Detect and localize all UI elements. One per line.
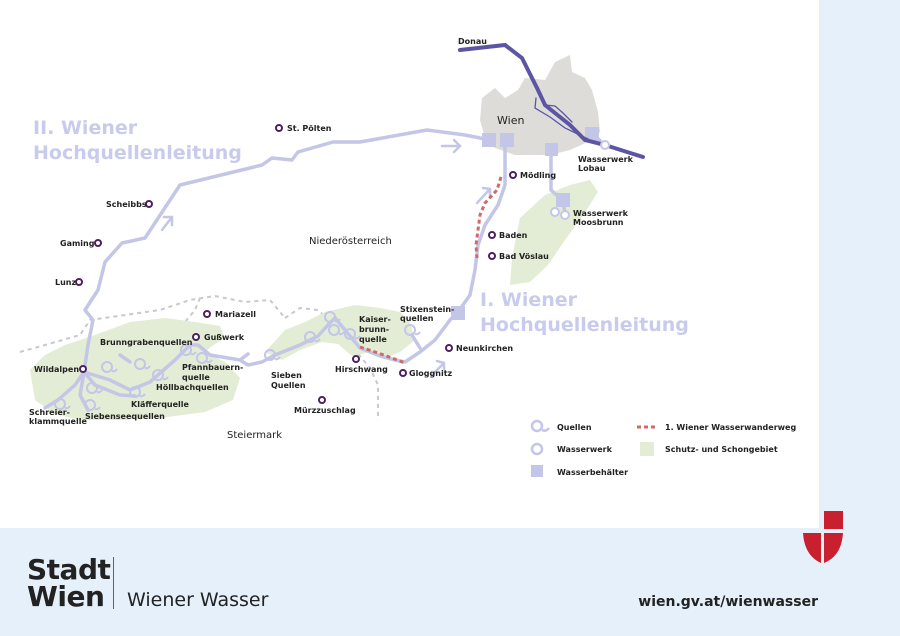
label-neunkirchen: Neunkirchen bbox=[456, 344, 513, 353]
label-hirschwang: Hirschwang bbox=[335, 365, 388, 374]
label-siebenseequellen: Siebenseequellen bbox=[85, 412, 165, 421]
label-waterworks-lobau-1: Wasserwerk bbox=[578, 155, 634, 164]
label-pfannbauernquelle-1: Pfannbauern- bbox=[182, 363, 243, 372]
right-margin-strip bbox=[819, 0, 900, 528]
label-pfannbauernquelle-2: quelle bbox=[182, 373, 210, 382]
label-sieben-quellen-2: Quellen bbox=[271, 381, 306, 390]
label-hoellbachquellen: Höllbachquellen bbox=[156, 383, 229, 392]
label-schreierklammquelle-1: Schreier- bbox=[29, 408, 70, 417]
label-scheibbs: Scheibbs bbox=[106, 200, 147, 209]
logo-separator bbox=[113, 557, 114, 609]
waterworks-markers bbox=[550, 140, 610, 220]
state-border bbox=[19, 294, 379, 420]
stadt-wien-logo: Stadt Wien bbox=[27, 553, 111, 613]
label-stixensteinquellen-1: Stixenstein- bbox=[400, 305, 454, 314]
label-muerzzuschlag: Mürzzuschlag bbox=[294, 406, 356, 415]
label-kaiserbrunnquelle-3: quelle bbox=[359, 335, 387, 344]
label-lower-austria: Niederösterreich bbox=[309, 236, 392, 247]
label-waterworks-moosbrunn-2: Moosbrunn bbox=[573, 218, 624, 227]
label-mariazell: Mariazell bbox=[215, 310, 256, 319]
label-danube: Donau bbox=[458, 37, 487, 46]
label-stixensteinquellen-2: quellen bbox=[400, 314, 434, 323]
footer-bar bbox=[0, 528, 900, 636]
pipelines bbox=[43, 128, 606, 412]
label-sieben-quellen-1: Sieben bbox=[271, 371, 302, 380]
legend-springs-label: Quellen bbox=[557, 423, 592, 432]
legend-protection-icon bbox=[640, 442, 654, 456]
pipeline-titles: II. Wiener Hochquellenleitung I. Wiener … bbox=[33, 117, 689, 336]
legend-trail-label: 1. Wiener Wasserwanderweg bbox=[665, 423, 796, 432]
label-gloggnitz: Gloggnitz bbox=[409, 369, 453, 378]
town-markers bbox=[75, 124, 517, 404]
legend-waterworks-icon bbox=[530, 442, 544, 456]
legend-protection-label: Schutz- und Schongebiet bbox=[665, 445, 778, 454]
label-st-poelten: St. Pölten bbox=[287, 124, 332, 133]
title-second-pipeline-line2: Hochquellenleitung bbox=[33, 142, 242, 164]
label-brunngrabenquellen: Brunngrabenquellen bbox=[100, 338, 193, 347]
logo-line1: Stadt bbox=[27, 553, 111, 586]
spring-icons bbox=[54, 311, 421, 411]
label-klaefferquelle: Kläfferquelle bbox=[131, 400, 190, 409]
label-gusswerk: Gußwerk bbox=[204, 333, 245, 342]
title-second-pipeline-line1: II. Wiener bbox=[33, 117, 138, 139]
label-wildalpen: Wildalpen bbox=[34, 365, 79, 374]
label-vienna: Wien bbox=[497, 114, 524, 127]
protection-zones bbox=[30, 180, 598, 420]
label-lunz: Lunz bbox=[55, 278, 76, 287]
label-styria: Steiermark bbox=[227, 430, 282, 441]
legend: Quellen Wasserwerk Wasserbehälter 1. Wie… bbox=[530, 419, 796, 477]
legend-reservoir-label: Wasserbehälter bbox=[557, 468, 628, 477]
website-link[interactable]: wien.gv.at/wienwasser bbox=[638, 594, 818, 610]
legend-springs-icon bbox=[530, 419, 550, 433]
label-bad-voeslau: Bad Vöslau bbox=[499, 252, 549, 261]
legend-waterworks-label: Wasserwerk bbox=[557, 445, 613, 454]
label-gaming: Gaming bbox=[60, 239, 95, 248]
vienna-city-area bbox=[480, 55, 600, 155]
logo-subtitle: Wiener Wasser bbox=[127, 589, 269, 611]
label-kaiserbrunnquelle-2: brunn- bbox=[359, 325, 389, 334]
title-first-pipeline-line2: Hochquellenleitung bbox=[480, 314, 689, 336]
danube-river bbox=[458, 42, 645, 159]
label-baden: Baden bbox=[499, 231, 528, 240]
vienna-coat-of-arms-icon bbox=[803, 511, 843, 563]
label-moedling: Mödling bbox=[520, 171, 556, 180]
flow-arrows bbox=[160, 138, 492, 377]
reservoirs bbox=[451, 127, 599, 320]
logo-line2: Wien bbox=[27, 580, 105, 613]
label-schreierklammquelle-2: klammquelle bbox=[29, 417, 87, 426]
title-first-pipeline-line1: I. Wiener bbox=[480, 289, 578, 311]
water-hiking-trail bbox=[359, 176, 503, 365]
label-waterworks-moosbrunn-1: Wasserwerk bbox=[573, 209, 629, 218]
legend-reservoir-icon bbox=[531, 465, 543, 477]
label-kaiserbrunnquelle-1: Kaiser- bbox=[359, 315, 391, 324]
label-waterworks-lobau-2: Lobau bbox=[578, 164, 606, 173]
